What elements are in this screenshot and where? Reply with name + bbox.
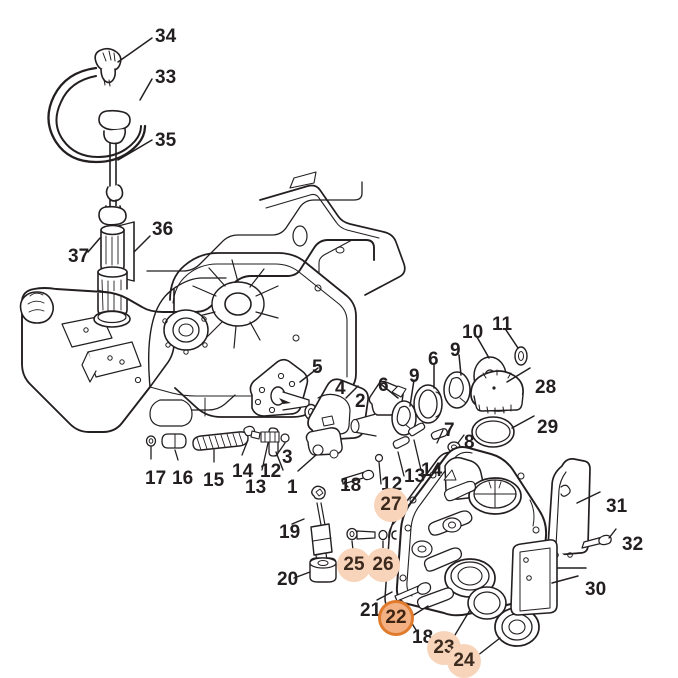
hand-guard-and-plate <box>510 458 617 616</box>
callout-highlight-22-label: 22 <box>385 607 407 628</box>
callout-7[interactable]: 7 <box>444 420 455 441</box>
callout-1[interactable]: 1 <box>287 477 298 498</box>
callout-15[interactable]: 15 <box>203 470 225 491</box>
callout-highlight-22[interactable]: 22 <box>378 600 414 636</box>
callout-33[interactable]: 33 <box>155 67 177 88</box>
callout-36[interactable]: 36 <box>152 219 174 240</box>
lower-fasteners <box>394 582 540 657</box>
callout-19[interactable]: 19 <box>279 522 301 543</box>
callout-35[interactable]: 35 <box>155 130 177 151</box>
oil-pickup-and-fasteners <box>291 485 397 583</box>
callout-34[interactable]: 34 <box>155 26 177 47</box>
callout-5[interactable]: 5 <box>312 357 323 378</box>
callout-9-lower[interactable]: 9 <box>409 366 420 387</box>
callout-2[interactable]: 2 <box>355 391 366 412</box>
callout-13-left[interactable]: 13 <box>245 477 267 498</box>
callout-14-left[interactable]: 14 <box>232 461 254 482</box>
callout-12-left[interactable]: 12 <box>260 461 282 482</box>
callout-4[interactable]: 4 <box>335 378 346 399</box>
callout-highlight-27-label: 27 <box>380 494 402 515</box>
callout-9-upper[interactable]: 9 <box>450 340 461 361</box>
callout-18-upper[interactable]: 18 <box>340 475 362 496</box>
callout-21[interactable]: 21 <box>360 600 382 621</box>
callout-highlight-24-label: 24 <box>453 650 475 671</box>
callout-17[interactable]: 17 <box>145 468 167 489</box>
callout-28[interactable]: 28 <box>535 377 557 398</box>
small-hardware-row <box>145 425 317 472</box>
callout-20[interactable]: 20 <box>277 569 299 590</box>
crankcase-tank-housing <box>19 171 406 433</box>
callout-14-right[interactable]: 14 <box>421 460 443 481</box>
fuel-line-assembly <box>47 37 153 318</box>
callout-3[interactable]: 3 <box>282 447 293 468</box>
callout-highlight-26-label: 26 <box>372 554 394 575</box>
callout-6-lower[interactable]: 6 <box>428 349 439 370</box>
callout-30[interactable]: 30 <box>585 579 607 600</box>
callout-10[interactable]: 10 <box>462 322 484 343</box>
callout-highlight-24[interactable]: 24 <box>447 644 481 678</box>
callout-13-right[interactable]: 13 <box>404 466 426 487</box>
callout-11[interactable]: 11 <box>492 314 513 335</box>
clutch-cover-assembly <box>376 446 548 617</box>
callout-highlight-26[interactable]: 26 <box>366 548 400 582</box>
callout-highlight-25-label: 25 <box>343 554 365 575</box>
oil-cap-assembly <box>470 367 535 448</box>
callout-31[interactable]: 31 <box>606 496 628 517</box>
callout-16[interactable]: 16 <box>172 468 194 489</box>
callout-37[interactable]: 37 <box>68 246 90 267</box>
callout-highlight-27[interactable]: 27 <box>374 488 408 522</box>
callout-32[interactable]: 32 <box>622 534 644 555</box>
callout-8[interactable]: 8 <box>464 432 475 453</box>
callout-6-upper[interactable]: 6 <box>378 375 389 396</box>
callout-29[interactable]: 29 <box>537 417 559 438</box>
